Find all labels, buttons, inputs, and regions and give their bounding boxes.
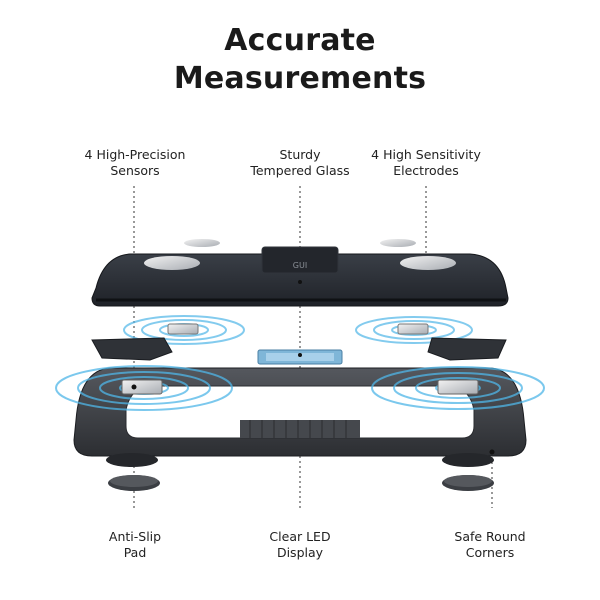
corner-marker-dot	[489, 449, 495, 455]
sensor-upper-right	[397, 323, 429, 335]
callout-sensors: 4 High-Precision Sensors	[50, 147, 220, 179]
anti-slip-pad-right	[442, 475, 494, 491]
foot-left	[106, 453, 158, 467]
anti-slip-pad-left	[108, 475, 160, 491]
foot-right	[442, 453, 494, 467]
callout-corners-line1: Safe Round	[454, 529, 526, 544]
electrode-pad-front-right	[400, 256, 456, 270]
callout-electrodes: 4 High Sensitivity Electrodes	[341, 147, 511, 179]
callout-pad-line1: Anti-Slip	[108, 529, 162, 544]
callout-display: Clear LED Display	[215, 529, 385, 561]
callout-display-line1: Clear LED	[269, 529, 331, 544]
callout-pad-line2: Pad	[123, 545, 147, 560]
electrode-pad-back-right	[380, 239, 416, 247]
callout-sensors-line2: Sensors	[110, 163, 160, 178]
glass-top-panel: GUI	[91, 239, 509, 307]
brand-logo: GUI	[293, 261, 307, 270]
corner-cover-right	[427, 337, 507, 361]
callout-pad: Anti-Slip Pad	[50, 529, 220, 561]
sensor-lower-right	[437, 379, 479, 395]
glass-marker-dot	[298, 280, 302, 284]
display-window	[261, 246, 339, 274]
callout-glass-line2: Tempered Glass	[250, 163, 350, 178]
callout-corners-line2: Corners	[465, 545, 515, 560]
callout-corners: Safe Round Corners	[405, 529, 575, 561]
callout-glass-line1: Sturdy	[279, 147, 321, 162]
callout-electrodes-line2: Electrodes	[393, 163, 459, 178]
callout-display-line2: Display	[276, 545, 324, 560]
signal-rings-lower-left	[55, 365, 233, 411]
sensor-lower-left	[121, 379, 163, 395]
callout-electrodes-line1: 4 High Sensitivity	[371, 147, 481, 162]
sensor-upper-left	[167, 323, 199, 335]
title-line-1: Accurate	[224, 23, 376, 58]
callout-sensors-line1: 4 High-Precision	[84, 147, 186, 162]
electrode-pad-back-left	[184, 239, 220, 247]
corner-cover-left	[91, 337, 173, 361]
title-line-2: Measurements	[173, 61, 427, 96]
callout-glass: Sturdy Tempered Glass	[215, 147, 385, 179]
page-title: Accurate Measurements	[0, 22, 600, 98]
led-display-module	[257, 349, 343, 365]
electrode-pad-front-left	[144, 256, 200, 270]
